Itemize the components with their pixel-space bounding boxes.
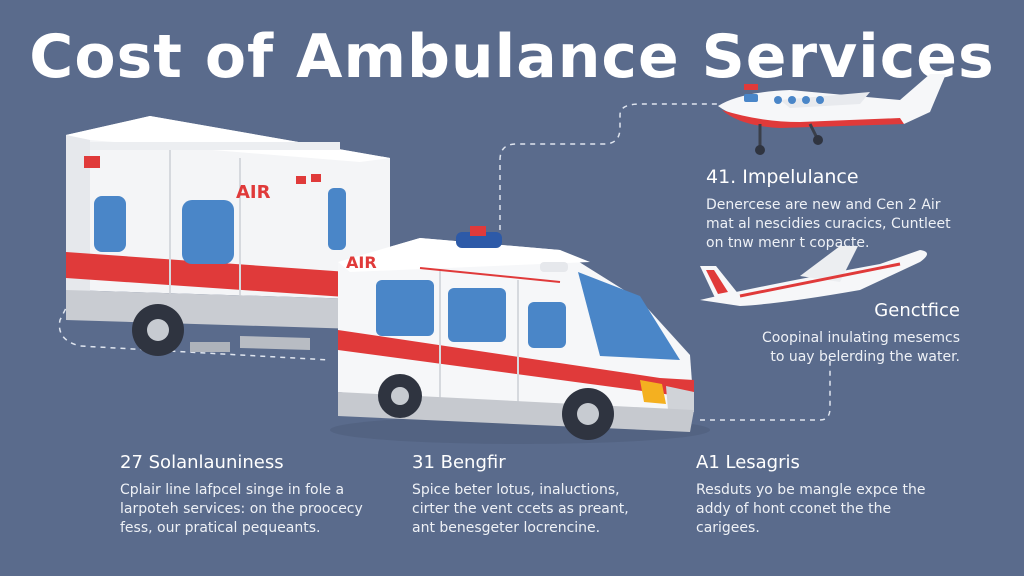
ambulance-truck-icon [66, 116, 390, 356]
text-line: cirter the vent ccets as preant, [412, 501, 629, 517]
text-line: Spice beter lotus, inaluctions, [412, 482, 620, 498]
text-line: Cplair line lafpcel singe in fole a [120, 482, 345, 498]
ambulance-van-icon [330, 226, 710, 444]
page-title: Cost of Ambulance Services [29, 22, 995, 92]
text-line: Coopinal inulating mesemcs [762, 330, 960, 346]
text-line: Denercese are new and Cen 2 Air [706, 197, 941, 213]
section-text: Spice beter lotus, inaluctions, cirter t… [412, 481, 672, 538]
section-bottom-2: 31 Bengfir Spice beter lotus, inaluction… [412, 452, 672, 538]
section-right-top: 41. Impelulance Denercese are new and Ce… [706, 166, 976, 253]
text-line: carigees. [696, 520, 760, 536]
section-text: Cplair line lafpcel singe in fole a larp… [120, 481, 380, 538]
text-line: larpoteh services: on the proocecy [120, 501, 363, 517]
section-bottom-1: 27 Solanlauniness Cplair line lafpcel si… [120, 452, 380, 538]
dashed-connectors [58, 103, 831, 421]
section-text: Resduts yo be mangle expce the addy of h… [696, 481, 956, 538]
text-line: Resduts yo be mangle expce the [696, 482, 926, 498]
section-heading: Genctfice [874, 300, 960, 321]
text-line: ant benesgeter locrencine. [412, 520, 601, 536]
airplane-icon [718, 74, 946, 155]
text-line: on tnw menr t copacte. [706, 235, 870, 251]
airplane-icon-2 [700, 246, 927, 306]
van-air-label: AIR [346, 253, 377, 272]
section-right-mid: Genctfice Coopinal inulating mesemcs to … [740, 300, 960, 367]
text-line: mat al nescidies curacics, Cuntleet [706, 216, 951, 232]
text-line: to uay belerding the water. [770, 349, 960, 365]
truck-air-label: AIR [236, 182, 271, 203]
section-heading: 31 Bengfir [412, 452, 506, 473]
section-text: Denercese are new and Cen 2 Air mat al n… [706, 196, 976, 253]
section-text: Coopinal inulating mesemcs to uay belerd… [740, 329, 960, 367]
section-heading: 41. Impelulance [706, 166, 859, 188]
section-heading: A1 Lesagris [696, 452, 800, 473]
text-line: fess, our pratical pequeants. [120, 520, 321, 536]
text-line: addy of hont cconet the the [696, 501, 892, 517]
section-heading: 27 Solanlauniness [120, 452, 284, 473]
section-bottom-3: A1 Lesagris Resduts yo be mangle expce t… [696, 452, 956, 538]
